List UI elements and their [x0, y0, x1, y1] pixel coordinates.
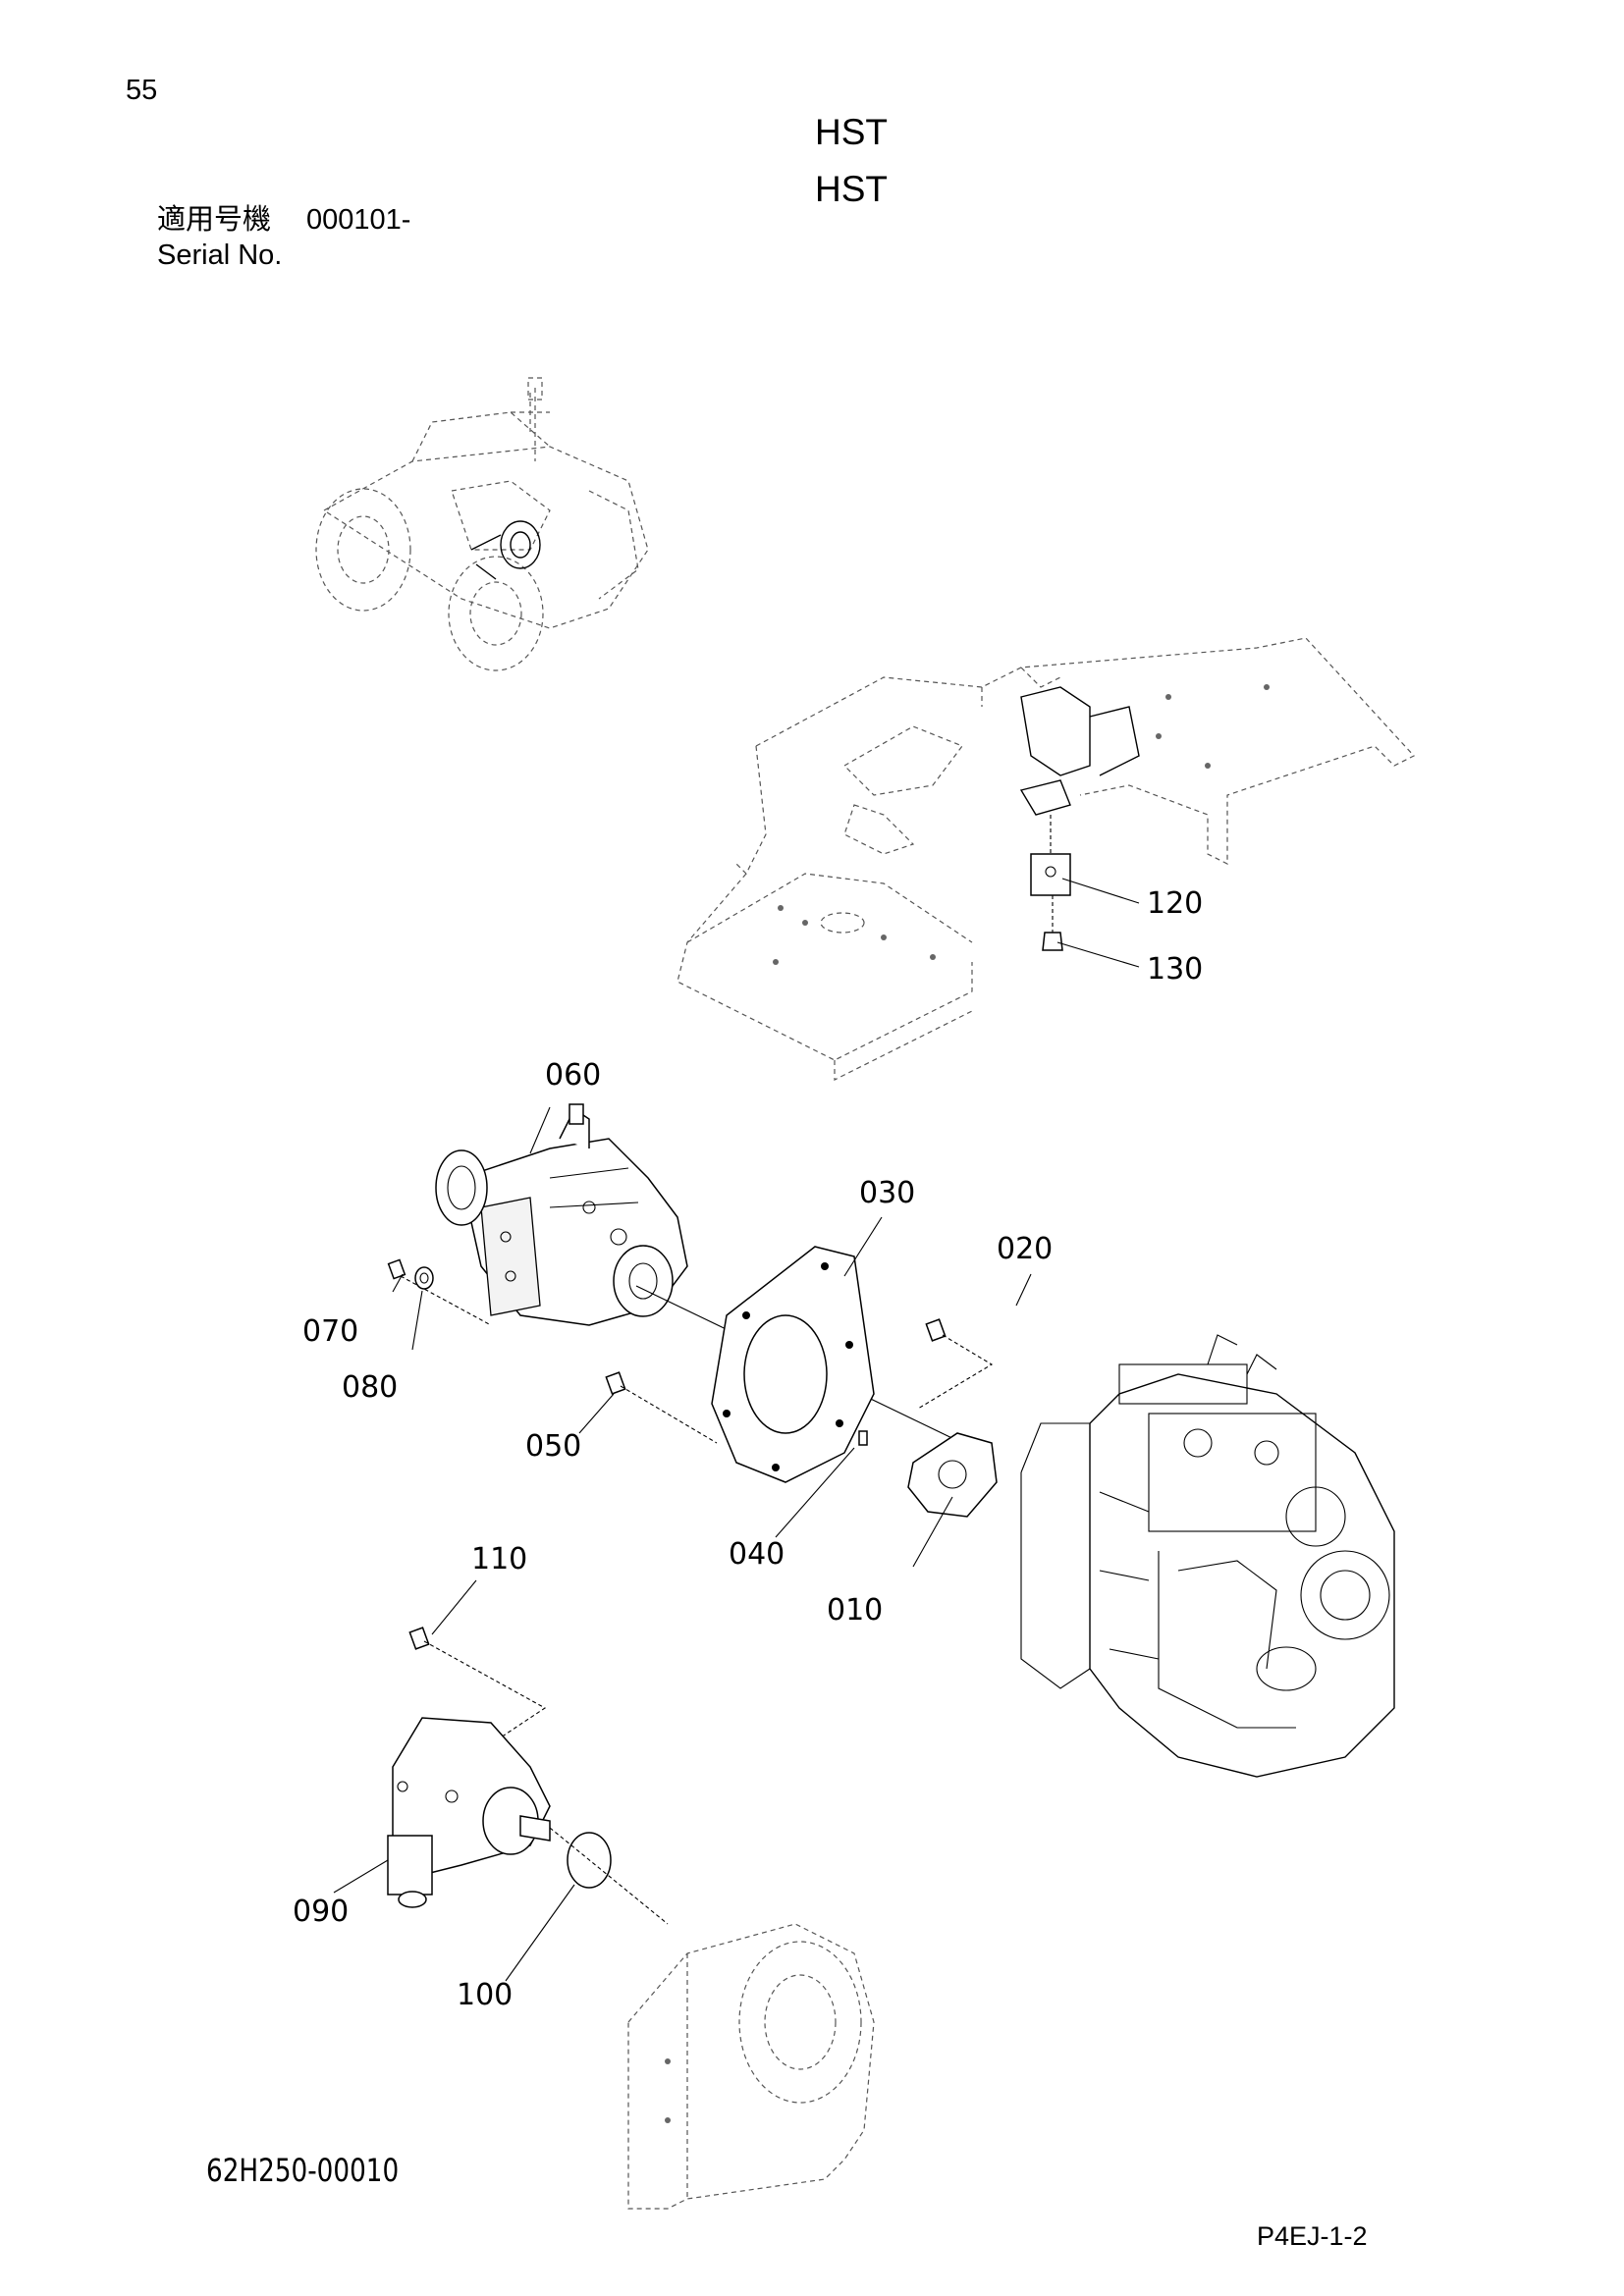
- engine-illustration: [1020, 1334, 1395, 1778]
- bolt-part-020: [917, 1318, 994, 1410]
- hst-motor-part-090: [387, 1717, 551, 1908]
- callout-090: 090: [293, 1895, 349, 1929]
- page-subtitle: HST: [815, 169, 888, 209]
- callout-120: 120: [1147, 886, 1203, 921]
- serial-number-value: 000101-: [306, 204, 411, 236]
- page-number: 55: [126, 75, 158, 106]
- bolt-part-050: [605, 1371, 718, 1444]
- sheet-code: P4EJ-1-2: [1257, 2221, 1368, 2251]
- o-ring-part-100: [549, 1827, 669, 1925]
- callout-130: 130: [1147, 952, 1203, 987]
- callout-030: 030: [859, 1176, 915, 1210]
- floor-plate-illustration: [677, 637, 1415, 1081]
- callout-040: 040: [729, 1537, 785, 1572]
- serial-label-english: Serial No.: [157, 240, 283, 271]
- washer-part-080: [414, 1266, 434, 1290]
- flange-plate-part-030: [711, 1246, 875, 1483]
- callout-110: 110: [471, 1542, 527, 1576]
- callout-100: 100: [457, 1978, 513, 2012]
- callout-070: 070: [302, 1314, 358, 1349]
- callout-020: 020: [997, 1232, 1053, 1266]
- serial-label-japanese: 適用号機: [157, 204, 272, 236]
- bolt-part-070: [387, 1258, 492, 1326]
- page-title: HST: [815, 112, 888, 152]
- callout-050: 050: [525, 1429, 581, 1464]
- callout-060: 060: [545, 1058, 601, 1093]
- callout-leader-lines: [333, 878, 1140, 1982]
- callout-080: 080: [342, 1370, 398, 1405]
- callout-010: 010: [827, 1593, 883, 1628]
- coupling-part-010: [907, 1432, 998, 1518]
- machine-overview-illustration: [315, 377, 649, 671]
- pin-part-040: [858, 1430, 868, 1446]
- bolt-part-110: [408, 1627, 547, 1758]
- hst-pump-part-060: [435, 1103, 963, 1444]
- transmission-housing-illustration: [627, 1923, 875, 2210]
- drawing-number: 62H250-00010: [206, 2152, 400, 2189]
